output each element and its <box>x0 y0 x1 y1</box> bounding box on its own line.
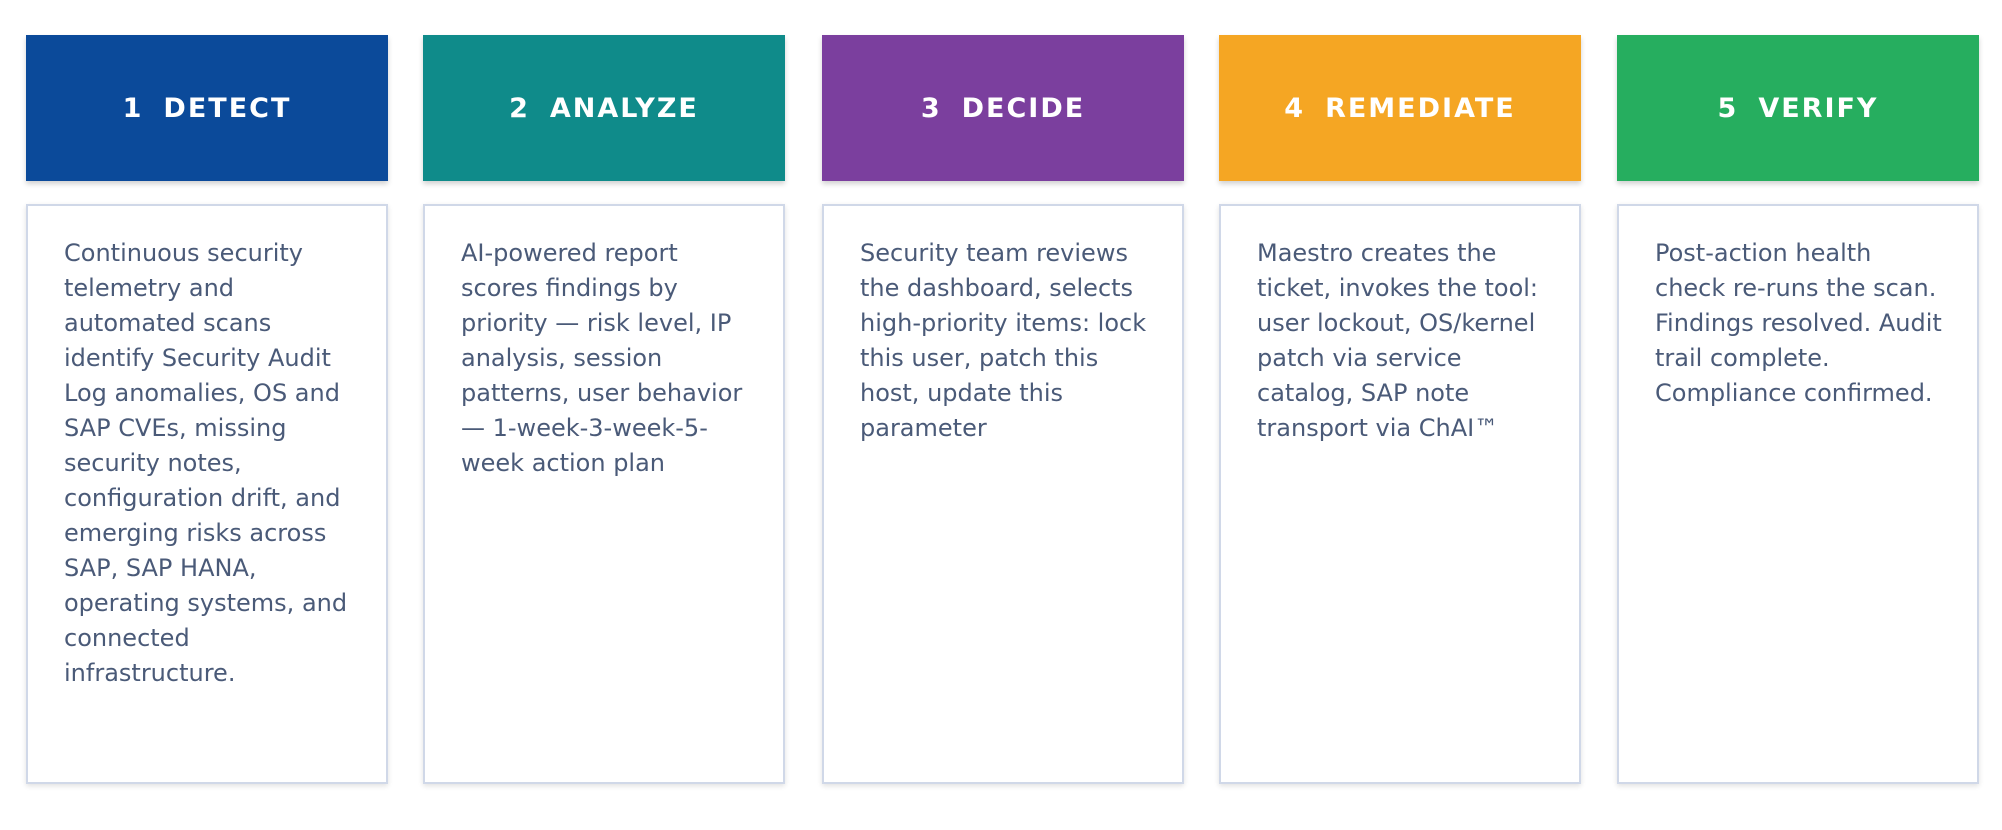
step-detect: 1 DETECT Continuous security telemetry a… <box>26 35 388 784</box>
step-analyze: 2 ANALYZE AI-powered report scores findi… <box>423 35 785 784</box>
step-header-detect: 1 DETECT <box>26 35 388 181</box>
step-title: VERIFY <box>1758 92 1879 124</box>
step-card-detect: Continuous security telemetry and automa… <box>26 204 388 784</box>
step-number: 3 <box>920 92 942 124</box>
step-number: 2 <box>509 92 530 124</box>
step-title: DECIDE <box>961 92 1086 124</box>
step-title: ANALYZE <box>549 92 699 124</box>
step-description: Maestro creates the ticket, invokes the … <box>1257 239 1539 442</box>
step-description: AI-powered report scores findings by pri… <box>461 239 743 477</box>
step-header-remediate: 4 REMEDIATE <box>1219 35 1581 181</box>
step-card-verify: Post-action health check re-runs the sca… <box>1617 204 1979 784</box>
step-header-verify: 5 VERIFY <box>1617 35 1979 181</box>
step-title: DETECT <box>163 92 292 124</box>
step-description: Security team reviews the dashboard, sel… <box>860 239 1147 442</box>
step-card-analyze: AI-powered report scores findings by pri… <box>423 204 785 784</box>
step-card-decide: Security team reviews the dashboard, sel… <box>822 204 1184 784</box>
step-number: 5 <box>1717 92 1739 124</box>
step-verify: 5 VERIFY Post-action health check re-run… <box>1617 35 1979 784</box>
step-number: 1 <box>122 92 144 124</box>
step-remediate: 4 REMEDIATE Maestro creates the ticket, … <box>1219 35 1581 784</box>
step-header-decide: 3 DECIDE <box>822 35 1184 181</box>
step-description: Post-action health check re-runs the sca… <box>1655 239 1942 407</box>
step-description: Continuous security telemetry and automa… <box>64 239 348 687</box>
step-header-analyze: 2 ANALYZE <box>423 35 785 181</box>
step-decide: 3 DECIDE Security team reviews the dashb… <box>822 35 1184 784</box>
step-title: REMEDIATE <box>1325 92 1516 124</box>
step-number: 4 <box>1284 92 1306 124</box>
step-card-remediate: Maestro creates the ticket, invokes the … <box>1219 204 1581 784</box>
